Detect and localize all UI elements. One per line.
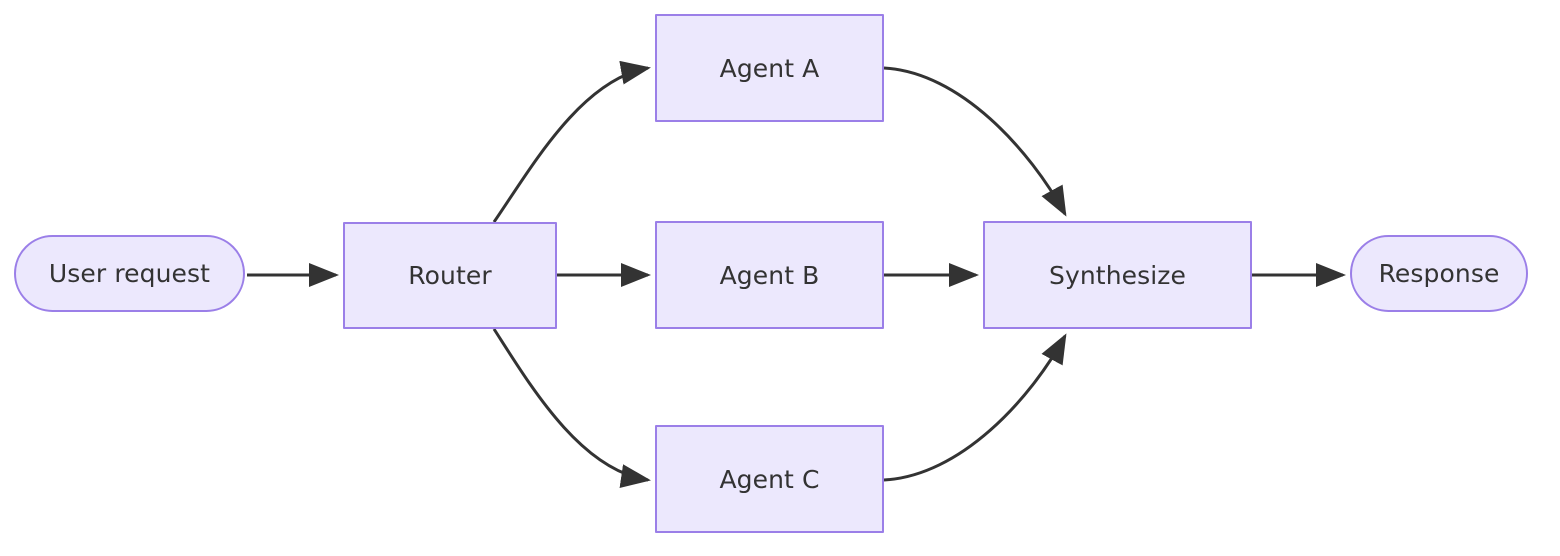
edge-agent-a-to-synthesize <box>883 66 1067 217</box>
node-synthesize[interactable]: Synthesize <box>983 221 1252 329</box>
node-agent-c-label: Agent C <box>719 464 820 494</box>
edge-router-to-agent-a <box>492 60 651 223</box>
node-user-request[interactable]: User request <box>14 235 245 312</box>
node-user-request-label: User request <box>48 259 211 288</box>
node-router[interactable]: Router <box>343 222 557 329</box>
node-response-label: Response <box>1378 259 1500 288</box>
edge-agent-c-to-synthesize <box>883 333 1067 482</box>
edge-router-to-agent-c <box>492 328 651 488</box>
node-agent-b-label: Agent B <box>719 260 820 290</box>
node-synthesize-label: Synthesize <box>1048 260 1186 290</box>
node-agent-c[interactable]: Agent C <box>655 425 884 533</box>
node-agent-b[interactable]: Agent B <box>655 221 884 329</box>
node-agent-a[interactable]: Agent A <box>655 14 884 122</box>
node-response[interactable]: Response <box>1350 235 1528 312</box>
node-router-label: Router <box>408 261 492 290</box>
node-agent-a-label: Agent A <box>719 53 820 83</box>
